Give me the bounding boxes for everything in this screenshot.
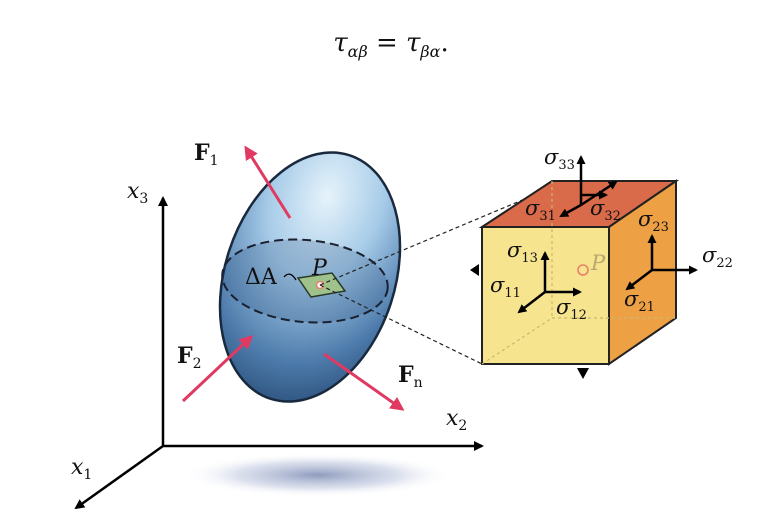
cube-front-face: [481, 226, 610, 365]
s32-arrow: [580, 180, 618, 207]
s33-label: σ33: [544, 145, 575, 173]
tau-lhs: τ: [333, 28, 348, 58]
s22-label: σ22: [702, 243, 733, 271]
axis-x1: [74, 444, 164, 510]
stress-cube: P: [470, 155, 698, 379]
equation-period: .: [440, 28, 449, 58]
projection-line-lower: [319, 284, 483, 365]
axis-x2-label: x2: [446, 406, 467, 434]
cube-point-marker: [577, 264, 589, 276]
force-f1-arrow: [244, 145, 292, 219]
s13-label: σ13: [507, 238, 538, 266]
axis-x3-label: x3: [127, 179, 148, 207]
force-f2-arrow: [181, 334, 254, 403]
cube-hidden-edge-2: [481, 317, 553, 365]
delta-a-leader: [283, 273, 297, 281]
tau-lhs-sub: αβ: [347, 42, 368, 61]
equals-sign: =: [367, 28, 407, 58]
s11-arrow: [517, 291, 546, 314]
s23-label: σ23: [638, 207, 669, 235]
axis-x1-label: x1: [71, 455, 92, 483]
bottom-face-arrowhead: [577, 368, 589, 379]
tau-rhs: τ: [406, 28, 421, 58]
s32-label: σ32: [590, 196, 621, 224]
force-fn-arrow: [323, 352, 405, 411]
body-shadow: [183, 453, 453, 497]
tau-rhs-sub: βα: [420, 42, 441, 61]
left-face-arrowhead: [470, 264, 479, 276]
s21-arrow: [625, 269, 653, 291]
s12-label: σ12: [556, 295, 587, 323]
force-f1-label: F1: [194, 140, 219, 169]
s31-label: σ31: [525, 196, 556, 224]
cube-point-label: P: [590, 251, 606, 275]
s21-label: σ21: [624, 287, 655, 315]
point-p-label: P: [311, 256, 328, 281]
s11-label: σ11: [490, 273, 521, 301]
force-f2-label: F2: [177, 343, 202, 372]
delta-a-label: ΔA: [245, 265, 278, 290]
symmetry-equation: ταβ = τβα.: [0, 28, 782, 61]
s31-arrow: [559, 203, 582, 218]
force-fn-label: Fn: [398, 362, 423, 391]
